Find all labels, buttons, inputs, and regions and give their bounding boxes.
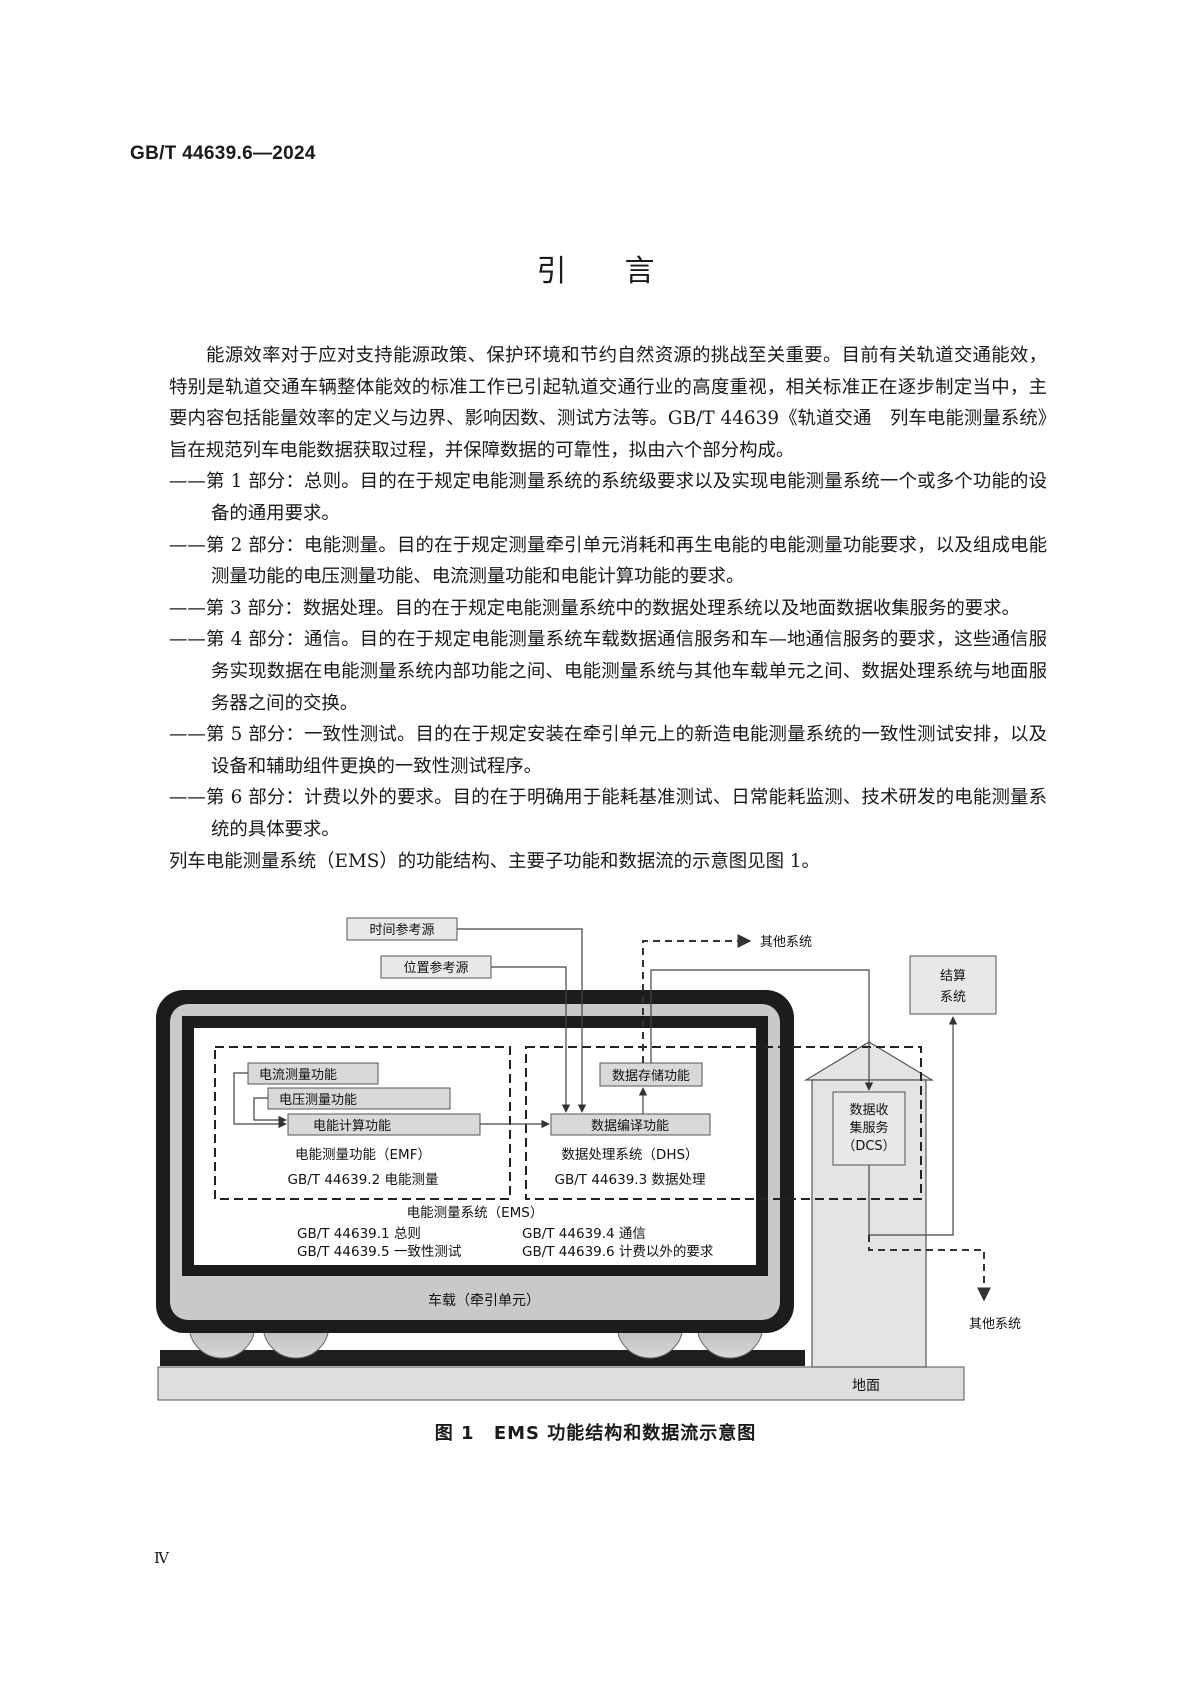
dhs-region (525, 1046, 922, 1200)
vehicle-outer-shell (156, 990, 794, 1333)
dcs-label-line3: （DCS） (842, 1139, 895, 1154)
document-id: GB/T 44639.6—2024 (130, 143, 316, 164)
figure-number: 图 1 (434, 1423, 475, 1444)
position-reference-box (380, 955, 492, 979)
list-item-part-4: ——第 4 部分：通信。目的在于规定电能测量系统车载数据通信服务和车—地通信服务… (169, 629, 1047, 714)
other-systems-bottom-label: 其他系统 (969, 1317, 1021, 1332)
data-storage-label: 数据存储功能 (612, 1069, 690, 1084)
voltage-to-calc-arrow (253, 1097, 287, 1125)
ems-label: 电能测量系统（EMS） (407, 1205, 544, 1221)
dcs-label-line1: 数据收 (849, 1103, 888, 1118)
other-systems-top-label: 其他系统 (760, 935, 812, 950)
storage-to-other-systems-arrow (642, 934, 752, 1063)
dcs-to-other-systems-arrow (868, 1235, 991, 1302)
current-function-box (247, 1062, 379, 1085)
dhs-label: 数据处理系统（DHS） (561, 1147, 698, 1163)
body-text: 能源效率对于应对支持能源政策、保护环境和节约自然资源的挑战至关重要。目前有关轨道… (169, 340, 1047, 877)
current-to-calc-arrow (233, 1072, 287, 1129)
wheel-icon (696, 1291, 764, 1359)
vehicle-mid-shell (170, 1004, 780, 1320)
dhs-standard: GB/T 44639.3 数据处理 (555, 1172, 706, 1188)
wheel-icon (616, 1291, 684, 1359)
page-number: Ⅳ (154, 1549, 169, 1567)
vehicle-inner-frame (182, 1016, 768, 1276)
settlement-system-box (909, 955, 997, 1015)
wheel-icon (188, 1291, 256, 1359)
dcs-to-settlement-arrow (868, 1016, 958, 1236)
storage-to-dcs-arrow (650, 969, 874, 1091)
settlement-label-line1: 结算 (940, 969, 966, 984)
position-reference-arrow (491, 966, 571, 1113)
energy-calc-box (287, 1113, 481, 1136)
standard-part-6: GB/T 44639.6 计费以外的要求 (522, 1244, 714, 1260)
data-compile-label: 数据编译功能 (591, 1119, 669, 1134)
emf-label: 电能测量功能（EMF） (295, 1147, 431, 1163)
intro-paragraph: 能源效率对于应对支持能源政策、保护环境和节约自然资源的挑战至关重要。目前有关轨道… (169, 345, 1047, 461)
position-reference-label: 位置参考源 (403, 960, 468, 976)
ground-label: 地面 (852, 1378, 880, 1394)
voltage-function-box (267, 1087, 451, 1110)
time-reference-label: 时间参考源 (369, 922, 434, 938)
section-title: 引言 (536, 254, 713, 289)
voltage-function-label: 电压测量功能 (279, 1093, 357, 1108)
rail (160, 1350, 805, 1366)
ground-slab (157, 1366, 965, 1401)
settlement-label-line2: 系统 (940, 990, 966, 1005)
list-item-part-2: ——第 2 部分：电能测量。目的在于规定测量牵引单元消耗和再生电能的电能测量功能… (169, 534, 1047, 588)
figure-reference: 列车电能测量系统（EMS）的功能结构、主要子功能和数据流的示意图见图 1。 (169, 850, 820, 872)
figure-caption-text: EMS 功能结构和数据流示意图 (493, 1423, 757, 1444)
dcs-label-line2: 集服务 (849, 1120, 888, 1136)
dcs-box (832, 1091, 906, 1166)
standard-part-1: GB/T 44639.1 总则 (297, 1226, 421, 1242)
figure-caption: 图 1 EMS 功能结构和数据流示意图 (0, 1419, 1191, 1445)
station-building (811, 1079, 927, 1368)
list-item-part-3: ——第 3 部分：数据处理。目的在于规定电能测量系统中的数据处理系统以及地面数据… (169, 597, 1020, 619)
data-compile-box (550, 1113, 711, 1136)
current-function-label: 电流测量功能 (259, 1068, 337, 1083)
standard-part-5: GB/T 44639.5 一致性测试 (297, 1244, 462, 1260)
station-roof (803, 1041, 935, 1081)
emf-region (214, 1046, 511, 1200)
emf-standard: GB/T 44639.2 电能测量 (288, 1172, 439, 1188)
list-item-part-1: ——第 1 部分：总则。目的在于规定电能测量系统的系统级要求以及实现电能测量系统… (169, 471, 1047, 524)
time-reference-arrow (457, 928, 587, 1113)
time-reference-box (346, 917, 458, 941)
list-item-part-6: ——第 6 部分：计费以外的要求。目的在于明确用于能耗基准测试、日常能耗监测、技… (169, 787, 1047, 840)
vehicle-interior (194, 1028, 756, 1265)
data-storage-box (599, 1062, 703, 1087)
energy-calc-label: 电能计算功能 (313, 1119, 391, 1134)
wheel-icon (262, 1291, 330, 1359)
onboard-label: 车载（牵引单元） (428, 1292, 540, 1309)
standard-part-4: GB/T 44639.4 通信 (522, 1226, 646, 1242)
list-item-part-5: ——第 5 部分：一致性测试。目的在于规定安装在牵引单元上的新造电能测量系统的一… (169, 724, 1047, 777)
